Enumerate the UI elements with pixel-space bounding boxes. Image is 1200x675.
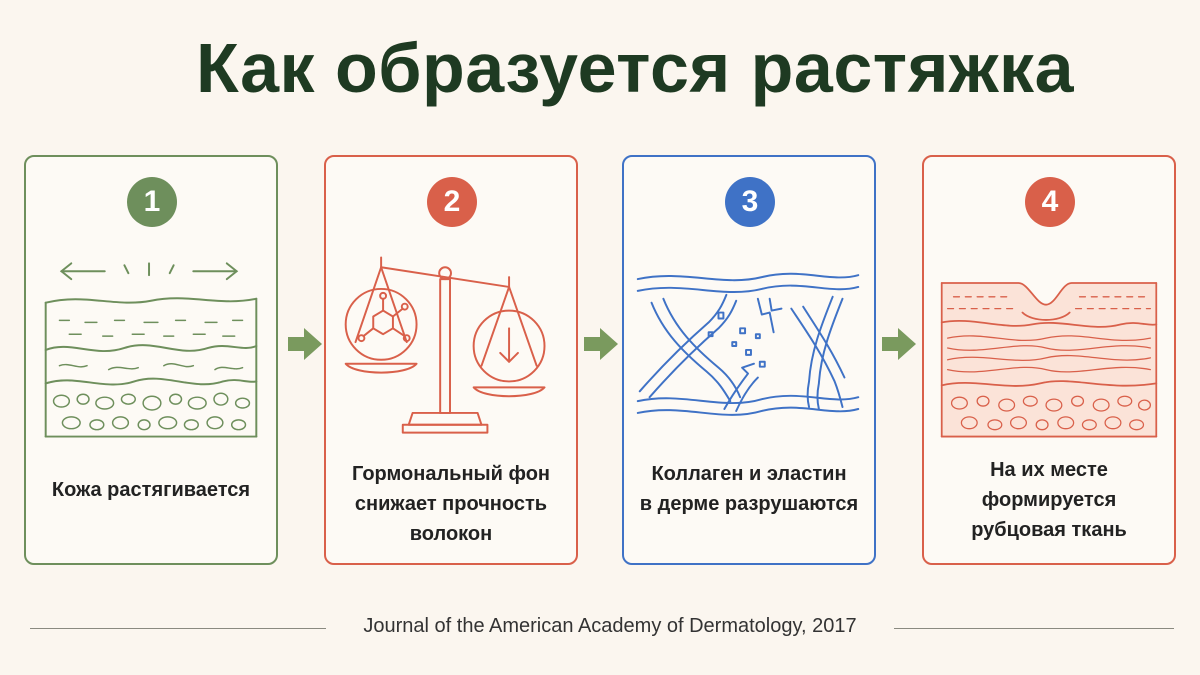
footer-divider-right — [894, 628, 1174, 629]
stretched-skin-layers-icon — [44, 262, 258, 438]
step-card-3: 3 Коллаген и эла — [622, 155, 876, 565]
scar-tissue-layers-icon — [940, 282, 1158, 438]
footer-divider-left — [30, 628, 326, 629]
step-description: Кожа растягивается — [51, 479, 251, 501]
step-number-badge: 1 — [127, 177, 177, 227]
step-number-badge: 4 — [1025, 177, 1075, 227]
page-title: Как образуется растяжка — [195, 29, 1075, 107]
source-citation: Journal of the American Academy of Derma… — [363, 615, 857, 637]
step-number-badge: 2 — [427, 177, 477, 227]
right-arrow-icon — [882, 328, 916, 360]
right-arrow-icon — [288, 328, 322, 360]
right-arrow-icon — [584, 328, 618, 360]
step-card-1: 1 — [24, 155, 278, 565]
step-card-2: 2 Гормональный фон снижает прочность — [324, 155, 578, 565]
step-card-4: 4 — [922, 155, 1176, 565]
step-description: Гормональный фон снижает прочность волок… — [351, 463, 550, 545]
step-number-badge: 3 — [725, 177, 775, 227]
step-description: Коллаген и эластин в дерме разрушаются — [639, 463, 859, 515]
step-description: На их месте формируется рубцовая ткань — [971, 459, 1127, 541]
hormone-balance-scale-icon — [344, 256, 546, 434]
broken-collagen-fibers-icon — [636, 272, 860, 416]
